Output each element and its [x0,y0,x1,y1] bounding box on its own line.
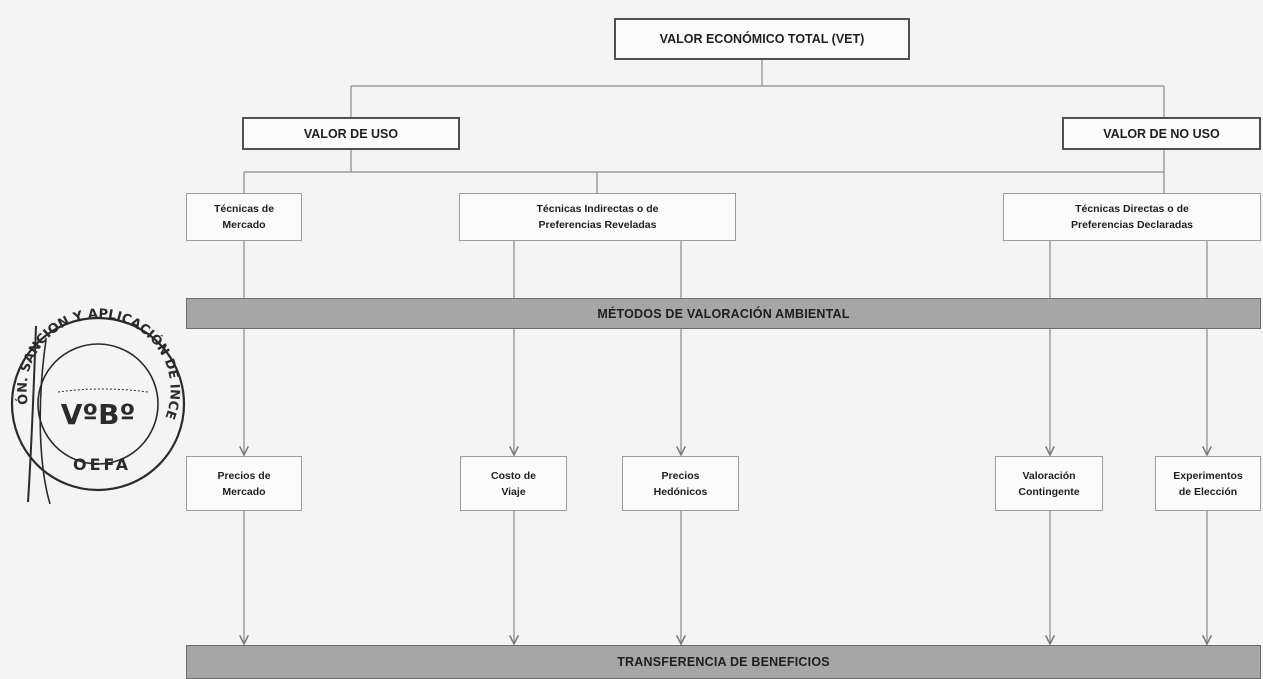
node-non-use-value: VALOR DE NO USO [1062,117,1261,150]
node-market-prices: Precios de Mercado [186,456,302,511]
node-hedonic-prices: Precios Hedónicos [622,456,739,511]
band-benefit-transfer: TRANSFERENCIA DE BENEFICIOS [186,645,1261,679]
root-node-vet: VALOR ECONÓMICO TOTAL (VET) [614,18,910,60]
node-direct-techniques: Técnicas Directas o de Preferencias Decl… [1003,193,1261,241]
band-environmental-valuation-methods: MÉTODOS DE VALORACIÓN AMBIENTAL [186,298,1261,329]
node-indirect-techniques: Técnicas Indirectas o de Preferencias Re… [459,193,736,241]
approval-stamp: ÓN. SANCION Y APLICACIÓN DE INCENTIVOS V… [6,300,186,505]
node-use-value: VALOR DE USO [242,117,460,150]
node-market-techniques: Técnicas de Mercado [186,193,302,241]
node-choice-experiments: Experimentos de Elección [1155,456,1261,511]
node-travel-cost: Costo de Viaje [460,456,567,511]
svg-text:OEFA: OEFA [73,455,131,474]
svg-text:VºBº: VºBº [61,398,136,431]
node-contingent-valuation: Valoración Contingente [995,456,1103,511]
